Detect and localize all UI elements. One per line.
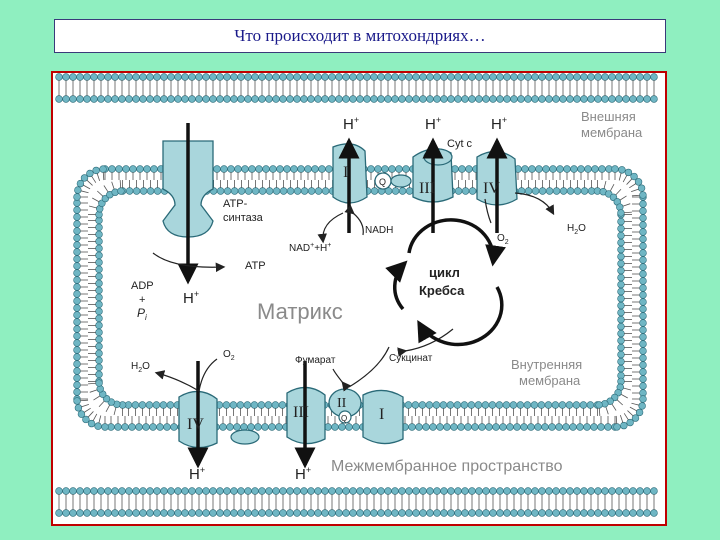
q-carrier-top <box>374 172 412 190</box>
cyt-c-label: Cyt c <box>447 138 473 150</box>
proton-arrows <box>187 137 508 469</box>
membranes <box>55 73 658 517</box>
h2o-top-label: H2O <box>567 223 586 236</box>
slide-title: Что происходит в митохондриях… <box>234 26 486 45</box>
intermembrane-space-label: Межмембранное пространство <box>331 458 563 475</box>
h-plus-2: H+ <box>425 115 441 133</box>
adp-label: ADP <box>131 280 154 292</box>
inner-membrane-label-1: Внутренняя <box>511 357 582 372</box>
krebs-label-2: Кребса <box>419 283 465 298</box>
q-label-top: Q <box>379 177 386 187</box>
nad-label: NAD++H+ <box>289 242 331 254</box>
h-plus-atp: H+ <box>183 289 199 307</box>
complex-II-bottom-label: II <box>337 396 347 411</box>
mitochondrion-diagram: H+ H+ H+ Внешняя мембрана Cyt c I III IV… <box>55 73 658 517</box>
outer-membrane-label-2: мембрана <box>581 125 643 140</box>
atp-synthase-label-1: ATP- <box>223 198 248 210</box>
h-plus-bottom-1: H+ <box>189 465 205 483</box>
reaction-arrows <box>152 192 555 392</box>
pi-label: Pi <box>137 306 147 322</box>
diagram-panel: H+ H+ H+ Внешняя мембрана Cyt c I III IV… <box>51 71 667 526</box>
complex-III-bottom-label: III <box>293 404 309 421</box>
complex-I-top-label: I <box>343 164 348 181</box>
h-plus-bottom-2: H+ <box>295 465 311 483</box>
krebs-label-1: цикл <box>429 265 460 280</box>
succinate-label: Сукцинат <box>389 353 433 364</box>
o2-bottom-label: O2 <box>223 349 235 362</box>
outer-membrane-label-1: Внешняя <box>581 109 636 124</box>
q-label-bottom: Q <box>341 414 347 423</box>
atp-label: ATP <box>245 260 266 272</box>
complex-III-top-label: III <box>419 180 435 197</box>
h-plus-1: H+ <box>343 115 359 133</box>
complex-I-bottom-label: I <box>379 406 384 423</box>
complex-I-bottom <box>362 389 404 445</box>
cyt-c-blob <box>423 148 453 166</box>
complex-IV-top-label: IV <box>483 180 500 197</box>
atp-synthase-label-2: синтаза <box>223 212 264 224</box>
h2o-bottom-label: H2O <box>131 361 150 374</box>
h-plus-3: H+ <box>491 115 507 133</box>
atp-synthase <box>162 123 214 285</box>
matrix-label: Матрикс <box>257 299 343 324</box>
plus-label: + <box>139 294 145 306</box>
krebs-cycle <box>385 218 506 347</box>
o2-top-label: O2 <box>497 233 509 246</box>
inner-membrane-label-2: мембрана <box>519 373 581 388</box>
complex-IV-bottom-label: IV <box>187 416 204 433</box>
nadh-label: NADH <box>365 225 393 236</box>
fumarate-label: Фумарат <box>295 355 336 366</box>
title-box: Что происходит в митохондриях… <box>54 19 666 53</box>
